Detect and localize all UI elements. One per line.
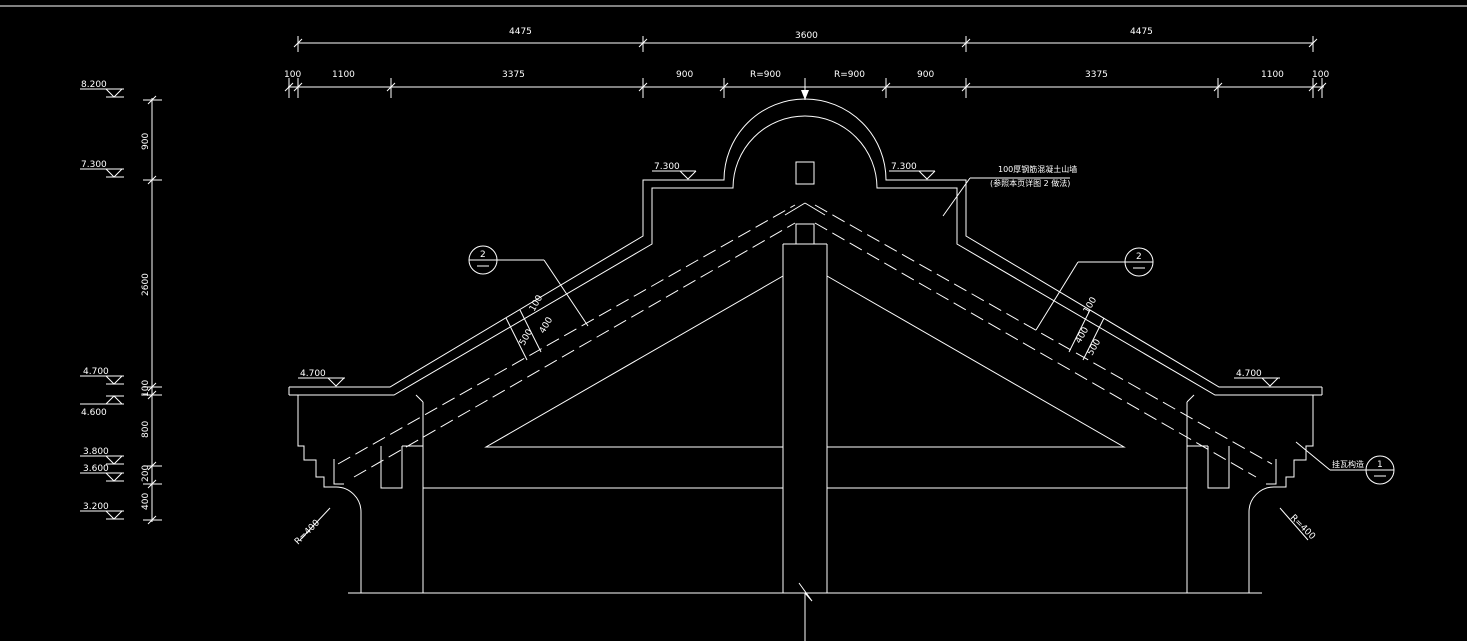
dim-left-1: 900 (141, 133, 151, 150)
detail-callout-1: 1 挂瓦构造 (1295, 441, 1395, 485)
truss-triangles (484, 275, 1126, 448)
dim-second-1: 100 (284, 70, 301, 80)
elev-3600: 3.600 (83, 464, 109, 474)
elevation-markers-left: 8.200 7.300 4.700 4.600 3.800 3.600 3.20… (80, 80, 124, 520)
ground-line (348, 582, 1262, 641)
slab-dim-left-3: 500 (518, 327, 535, 347)
elev-plan-7300-right: 7.300 (891, 162, 917, 172)
callout-number-2-right: 2 (1136, 252, 1142, 262)
dim-left-2: 2600 (141, 273, 151, 296)
detail-callout-right: 2 (1035, 247, 1154, 331)
callout-number-2-left: 2 (480, 250, 486, 260)
dim-second-7: 900 (917, 70, 934, 80)
dim-left-5: 200 (141, 465, 151, 482)
dim-left-4: 800 (141, 421, 151, 438)
elev-8200: 8.200 (81, 80, 107, 90)
elev-4600: 4.600 (81, 408, 107, 418)
left-eave-cornice (297, 394, 424, 593)
roof-slab-dashed (337, 202, 1273, 478)
elev-plan-7300-left: 7.300 (654, 162, 680, 172)
dim-second-6: R=900 (834, 70, 865, 80)
gable-wall-note: 100厚钢筋混凝土山墙 (参照本页详图 2 做法) (942, 164, 1077, 217)
ridge-post (782, 161, 828, 593)
dimension-chain-second: 100 1100 3375 900 R=900 R=900 900 3375 1… (284, 70, 1329, 100)
dim-second-10: 100 (1312, 70, 1329, 80)
gable-wall-inner (289, 115, 1322, 396)
slab-dim-left-2: 400 (538, 315, 555, 335)
callout-number-1: 1 (1377, 460, 1383, 470)
dim-top-1: 4475 (509, 27, 532, 37)
dim-left-3: 100 (141, 380, 151, 397)
right-eave-cornice (1186, 394, 1314, 593)
dim-top-3: 4475 (1130, 27, 1153, 37)
slab-dims-right: 100 400 500 (1068, 295, 1105, 361)
radius-right: R=400 (1288, 513, 1317, 542)
dim-second-9: 1100 (1261, 70, 1284, 80)
elev-3800: 3.800 (83, 447, 109, 457)
gable-wall-outer (289, 98, 1322, 388)
slab-dim-right-3: 500 (1086, 337, 1103, 357)
note-line-2: (参照本页详图 2 做法) (990, 178, 1070, 188)
dim-second-8: 3375 (1085, 70, 1108, 80)
elevation-markers-plan: 7.300 7.300 4.700 4.700 (298, 162, 1280, 387)
elev-plan-4700-left: 4.700 (300, 369, 326, 379)
elev-plan-4700-right: 4.700 (1236, 369, 1262, 379)
radius-left: R=400 (293, 518, 322, 547)
elev-7300: 7.300 (81, 160, 107, 170)
slab-dim-right-2: 400 (1074, 325, 1091, 345)
radius-labels: R=400 R=400 (293, 507, 1317, 547)
dim-second-5: R=900 (750, 70, 781, 80)
dim-left-6: 400 (141, 493, 151, 510)
elev-4700: 4.700 (83, 367, 109, 377)
dimension-chain-top: 4475 3600 4475 (293, 27, 1318, 52)
note-line-1: 100厚钢筋混凝土山墙 (998, 164, 1077, 174)
dim-second-3: 3375 (502, 70, 525, 80)
dim-second-4: 900 (676, 70, 693, 80)
slab-dim-right-1: 100 (1082, 295, 1099, 315)
detail-callout-left: 2 (468, 245, 589, 327)
elev-3200: 3.200 (83, 502, 109, 512)
note-tile-construction: 挂瓦构造 (1332, 459, 1364, 469)
dim-second-2: 1100 (332, 70, 355, 80)
dim-top-2: 3600 (795, 31, 818, 41)
dimension-chain-left: 900 2600 100 800 200 400 (141, 95, 162, 525)
slab-dims-left: 100 400 500 (505, 293, 555, 361)
